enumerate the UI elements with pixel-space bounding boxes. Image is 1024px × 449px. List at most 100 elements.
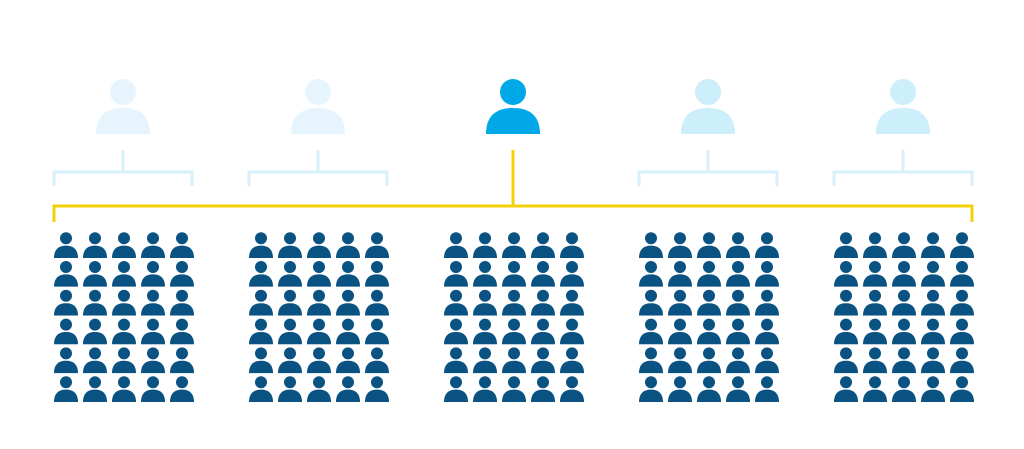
member-group — [54, 232, 194, 402]
member-person-icon — [755, 232, 779, 258]
member-person-icon — [307, 376, 331, 402]
member-person-icon — [249, 289, 273, 316]
member-person-icon — [444, 376, 468, 402]
member-person-icon — [54, 318, 78, 345]
member-person-icon — [531, 261, 555, 287]
faded-leader-person-icon — [96, 79, 150, 134]
member-person-icon — [365, 232, 389, 258]
member-person-icon — [834, 232, 858, 258]
member-person-icon — [668, 347, 692, 374]
member-person-icon — [112, 347, 136, 374]
faded-leader-person-icon — [291, 79, 345, 134]
member-person-icon — [170, 232, 194, 258]
member-person-icon — [921, 318, 945, 345]
member-person-icon — [755, 261, 779, 287]
member-person-icon — [863, 232, 887, 258]
faded-leader-person-icon — [876, 79, 930, 134]
member-person-icon — [892, 289, 916, 316]
member-person-icon — [83, 232, 107, 258]
member-person-icon — [921, 376, 945, 402]
member-person-icon — [336, 289, 360, 316]
member-person-icon — [639, 376, 663, 402]
member-person-icon — [755, 376, 779, 402]
member-person-icon — [307, 261, 331, 287]
member-person-icon — [726, 376, 750, 402]
member-person-icon — [278, 318, 302, 345]
member-person-icon — [639, 347, 663, 374]
member-person-icon — [444, 289, 468, 316]
member-person-icon — [668, 289, 692, 316]
member-person-icon — [726, 261, 750, 287]
member-group — [639, 232, 779, 402]
member-person-icon — [560, 347, 584, 374]
member-person-icon — [863, 289, 887, 316]
member-person-icon — [141, 289, 165, 316]
member-person-icon — [141, 232, 165, 258]
member-person-icon — [278, 289, 302, 316]
member-person-icon — [950, 232, 974, 258]
member-person-icon — [307, 232, 331, 258]
member-person-icon — [892, 376, 916, 402]
member-person-icon — [863, 318, 887, 345]
member-person-icon — [365, 289, 389, 316]
member-person-icon — [502, 289, 526, 316]
member-person-icon — [83, 376, 107, 402]
member-person-icon — [834, 347, 858, 374]
member-person-icon — [444, 347, 468, 374]
member-person-icon — [444, 261, 468, 287]
member-person-icon — [950, 376, 974, 402]
member-person-icon — [336, 376, 360, 402]
member-person-icon — [278, 347, 302, 374]
member-person-icon — [365, 347, 389, 374]
member-person-icon — [863, 261, 887, 287]
active-leader-person-icon — [486, 79, 540, 134]
member-person-icon — [473, 289, 497, 316]
member-person-icon — [307, 289, 331, 316]
member-person-icon — [560, 261, 584, 287]
member-person-icon — [83, 318, 107, 345]
member-person-icon — [668, 318, 692, 345]
member-person-icon — [170, 376, 194, 402]
member-person-icon — [336, 318, 360, 345]
member-person-icon — [83, 289, 107, 316]
member-person-icon — [54, 289, 78, 316]
member-person-icon — [473, 318, 497, 345]
member-person-icon — [112, 289, 136, 316]
member-person-icon — [892, 232, 916, 258]
faded-leader-person-icon — [681, 79, 735, 134]
member-person-icon — [668, 232, 692, 258]
member-person-icon — [531, 376, 555, 402]
member-person-icon — [921, 289, 945, 316]
member-person-icon — [473, 232, 497, 258]
member-person-icon — [834, 376, 858, 402]
member-person-icon — [112, 318, 136, 345]
member-person-icon — [249, 232, 273, 258]
member-person-icon — [307, 318, 331, 345]
member-person-icon — [560, 289, 584, 316]
member-person-icon — [697, 261, 721, 287]
member-person-icon — [249, 376, 273, 402]
member-person-icon — [697, 376, 721, 402]
member-group — [834, 232, 974, 402]
member-person-icon — [473, 261, 497, 287]
member-person-icon — [502, 261, 526, 287]
member-person-icon — [531, 318, 555, 345]
member-person-icon — [560, 376, 584, 402]
faded-connector — [832, 150, 974, 186]
member-person-icon — [639, 289, 663, 316]
member-person-icon — [444, 232, 468, 258]
member-person-icon — [950, 347, 974, 374]
member-person-icon — [502, 232, 526, 258]
member-person-icon — [726, 289, 750, 316]
member-person-icon — [307, 347, 331, 374]
member-person-icon — [531, 232, 555, 258]
member-person-icon — [336, 261, 360, 287]
member-person-icon — [365, 261, 389, 287]
connector-lines — [52, 150, 974, 222]
member-person-icon — [863, 376, 887, 402]
member-person-icon — [249, 347, 273, 374]
member-person-icon — [112, 261, 136, 287]
member-person-icon — [726, 232, 750, 258]
member-person-icon — [639, 232, 663, 258]
member-person-icon — [921, 232, 945, 258]
